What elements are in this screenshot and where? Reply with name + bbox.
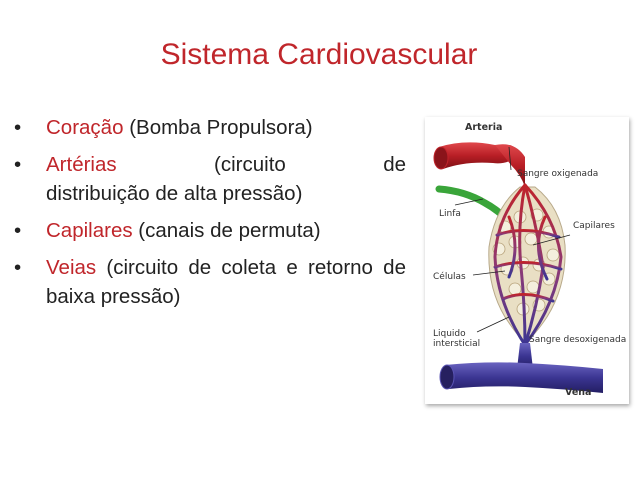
bullet-dot-icon: • <box>14 219 22 242</box>
bullet-text: distribuição de alta pressão) <box>46 182 303 205</box>
vein-vessel <box>439 343 603 393</box>
bullet-dot-icon: • <box>14 153 22 176</box>
bullet-term: Coração <box>46 116 124 139</box>
bullet-text: (Bomba Propulsora) <box>123 116 313 139</box>
capillary-bed-diagram: Arteria Sangre oxigenada Linfa Capilares… <box>425 117 629 404</box>
bullet-list: • Coração (Bomba Propulsora) • Artérias … <box>14 113 406 319</box>
bullet-term: Capilares <box>46 219 133 242</box>
capillary-illustration <box>433 142 603 393</box>
bullet-item-capilares: • Capilares (canais de permuta) <box>14 216 406 245</box>
bullet-text: (circuito de coleta e retorno de baixa p… <box>46 256 406 308</box>
label-arteria: Arteria <box>465 122 503 133</box>
bullet-term: Artérias <box>46 153 117 176</box>
bullet-text-word: de <box>383 153 406 176</box>
label-liquido: Liquido <box>433 329 466 339</box>
bullet-dot-icon: • <box>14 116 22 139</box>
label-linfa: Linfa <box>439 209 461 219</box>
label-sangre-desoxigenada: Sangre desoxigenada <box>529 335 627 345</box>
label-pointer-lines <box>454 146 571 333</box>
bullet-dot-icon: • <box>14 256 22 279</box>
bullet-text: (canais de permuta) <box>132 219 321 242</box>
bullet-item-arterias: • Artérias (circuito de distribuição de … <box>14 150 406 208</box>
label-intersticial: intersticial <box>433 339 481 349</box>
label-vena: Vena <box>565 387 592 398</box>
bullet-item-coracao: • Coração (Bomba Propulsora) <box>14 113 406 142</box>
bullet-item-veias: • Veias (circuito de coleta e retorno de… <box>14 253 406 311</box>
label-sangre-oxigenada: Sangre oxigenada <box>517 169 599 179</box>
artery-vessel <box>433 142 525 187</box>
label-celulas: Células <box>433 272 466 282</box>
label-capilares: Capilares <box>573 221 615 231</box>
capillary-network <box>493 183 563 347</box>
slide-title: Sistema Cardiovascular <box>160 38 478 71</box>
bullet-text-word: (circuito <box>214 153 286 176</box>
bullet-term: Veias <box>46 256 97 279</box>
